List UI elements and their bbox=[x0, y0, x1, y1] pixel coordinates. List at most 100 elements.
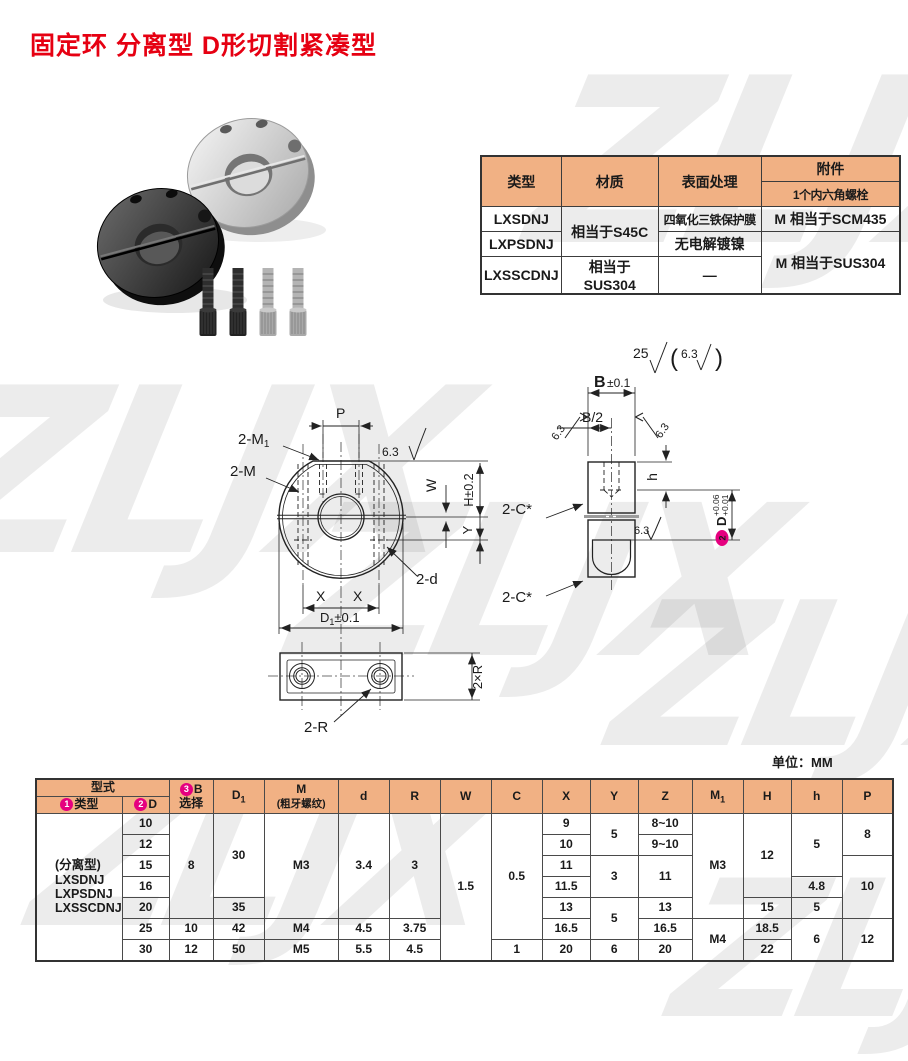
dim-cell: 13 bbox=[637, 897, 693, 919]
spec-table: 类型 材质 表面处理 附件 1个内六角螺栓 LXSDNJ 相当于S45C 四氧化… bbox=[480, 155, 902, 295]
spec-cell-type: LXPSDNJ bbox=[480, 231, 562, 257]
dim-cell: 13 bbox=[541, 897, 591, 919]
dim-cell-type: (分离型) LXSDNJ LXPSDNJ LXSSCDNJ bbox=[35, 813, 123, 962]
dim-cell: 20 bbox=[121, 897, 170, 919]
dim-cell: M5 bbox=[263, 939, 339, 962]
dim-cell: 3.4 bbox=[337, 813, 390, 919]
silver-collar bbox=[186, 118, 315, 236]
dim-header-Y: Y bbox=[589, 778, 639, 814]
dim-header-d: d bbox=[337, 778, 390, 814]
badge-number: 2 bbox=[718, 535, 728, 540]
dim-cell: 25 bbox=[121, 918, 170, 940]
table-row: (分离型) LXSDNJ LXPSDNJ LXSSCDNJ 10 8 30 M3… bbox=[35, 813, 894, 962]
dim-cell: 9 bbox=[541, 813, 591, 835]
dim-label-h: h bbox=[644, 473, 660, 481]
dim-header-Z: Z bbox=[637, 778, 693, 814]
collar-outline bbox=[278, 460, 404, 579]
d-cut-bore bbox=[591, 539, 632, 576]
spec-cell-accessory: M 相当于SUS304 bbox=[760, 231, 901, 295]
dim-label-2xR: 2×R bbox=[470, 665, 485, 689]
dim-cell: 8 bbox=[168, 813, 214, 919]
surface-finish-note: 25 ( 6.3 ) bbox=[633, 341, 723, 374]
product-photo bbox=[96, 118, 326, 336]
dim-label-D1: D1±0.1 bbox=[320, 610, 360, 627]
surface-finish-icon bbox=[646, 516, 662, 540]
dim-cell: 10 bbox=[841, 855, 894, 919]
dim-cell: M4 bbox=[263, 918, 339, 940]
bore-circle bbox=[317, 493, 365, 541]
surface-finish-value: 6.3 bbox=[653, 421, 672, 440]
surface-finish-value: 6.3 bbox=[549, 423, 568, 442]
front-view-drawing: P W H±0.2 Y X X D1±0.1 6.3 2-M1 2-M 2-d … bbox=[230, 405, 488, 736]
dim-cell: 10 bbox=[541, 834, 591, 856]
slit-line bbox=[277, 514, 406, 520]
dim-cell: 20 bbox=[637, 939, 693, 962]
dim-cell: 12 bbox=[841, 918, 894, 962]
dim-cell: 5 bbox=[589, 897, 639, 940]
bore-dim-badge: 2 D +0.06 +0.01 bbox=[711, 494, 730, 546]
dim-cell: 4.5 bbox=[388, 939, 441, 962]
dim-header-xingshi: 型式 bbox=[35, 778, 170, 797]
circled-2: 2 bbox=[134, 798, 148, 812]
dim-label-H: H±0.2 bbox=[462, 473, 476, 506]
dim-cell: 1 bbox=[490, 939, 543, 962]
dim-cell: 22 bbox=[742, 939, 792, 962]
circled-3: 3 bbox=[179, 782, 193, 796]
dim-cell: 5.5 bbox=[337, 939, 390, 962]
table-row: 30 12 50 M5 5.5 4.5 1 20 6 20 22 bbox=[36, 939, 893, 962]
dim-cell: 6 bbox=[790, 918, 843, 962]
surface-finish-value: 6.3 bbox=[382, 445, 399, 459]
hex-socket-screw-silver bbox=[259, 268, 277, 336]
surface-finish-value: 6.3 bbox=[634, 525, 649, 537]
dim-cell: 42 bbox=[212, 918, 265, 940]
dim-cell: 5 bbox=[589, 813, 639, 856]
bottom-view-holes bbox=[289, 663, 393, 689]
spec-header-accessory: 附件 bbox=[760, 155, 901, 182]
dim-cell: 0.5 bbox=[490, 813, 543, 940]
dim-cell: 4.8 bbox=[790, 876, 843, 898]
body-upper bbox=[587, 461, 636, 514]
unit-note: 单位：MM bbox=[772, 755, 833, 770]
dim-header-M: M(粗牙螺纹) bbox=[263, 778, 339, 814]
dim-cell: 15 bbox=[742, 897, 792, 919]
dim-cell: 30 bbox=[212, 813, 265, 898]
tolerance-lower: +0.01 bbox=[720, 494, 730, 516]
dim-cell: 15 bbox=[121, 855, 170, 877]
side-view-drawing: 25 ( 6.3 ) B ±0.1 B/2 6.3 6.3 bbox=[502, 341, 740, 606]
dim-cell: 12 bbox=[168, 939, 214, 962]
spec-header-material: 材质 bbox=[560, 155, 659, 207]
paren: ) bbox=[715, 345, 723, 372]
dim-label-P: P bbox=[336, 405, 345, 421]
hex-socket-screw-black bbox=[229, 268, 247, 336]
dim-cell: 8 bbox=[841, 813, 894, 856]
hex-socket-screw-silver bbox=[289, 268, 307, 336]
dim-label-B: B bbox=[594, 374, 606, 391]
dim-cell: 18.5 bbox=[742, 918, 792, 940]
bottom-view-face bbox=[286, 659, 396, 694]
dim-cell: 30 bbox=[121, 939, 170, 962]
spec-cell-type: LXSDNJ bbox=[480, 206, 562, 232]
extension-lines bbox=[587, 387, 636, 456]
dim-cell: 4.5 bbox=[337, 918, 390, 940]
surface-finish-value: 25 bbox=[633, 345, 649, 361]
socket-screw-hole bbox=[130, 195, 142, 204]
dim-header-R: R bbox=[388, 778, 441, 814]
dim-cell: 6 bbox=[589, 939, 639, 962]
dim-header-P: P bbox=[841, 778, 894, 814]
spec-cell-surface: — bbox=[657, 256, 762, 295]
socket-screw-hole bbox=[165, 189, 178, 198]
dim-cell: 10 bbox=[121, 813, 170, 835]
table-row: 25 10 42 M4 4.5 3.75 16.5 16.5 M4 18.5 6… bbox=[36, 918, 894, 962]
hidden-hole-lines bbox=[294, 464, 388, 566]
bore-circle-inner bbox=[320, 496, 362, 538]
dim-cell: 9~10 bbox=[637, 834, 693, 856]
dim-cell: 20 bbox=[541, 939, 591, 962]
dim-cell: 50 bbox=[212, 939, 265, 962]
tolerance-upper: +0.06 bbox=[711, 494, 721, 516]
dim-cell: 11 bbox=[541, 855, 591, 877]
label-2-C-lower: 2-C* bbox=[502, 589, 532, 606]
extension-lines bbox=[404, 652, 480, 701]
